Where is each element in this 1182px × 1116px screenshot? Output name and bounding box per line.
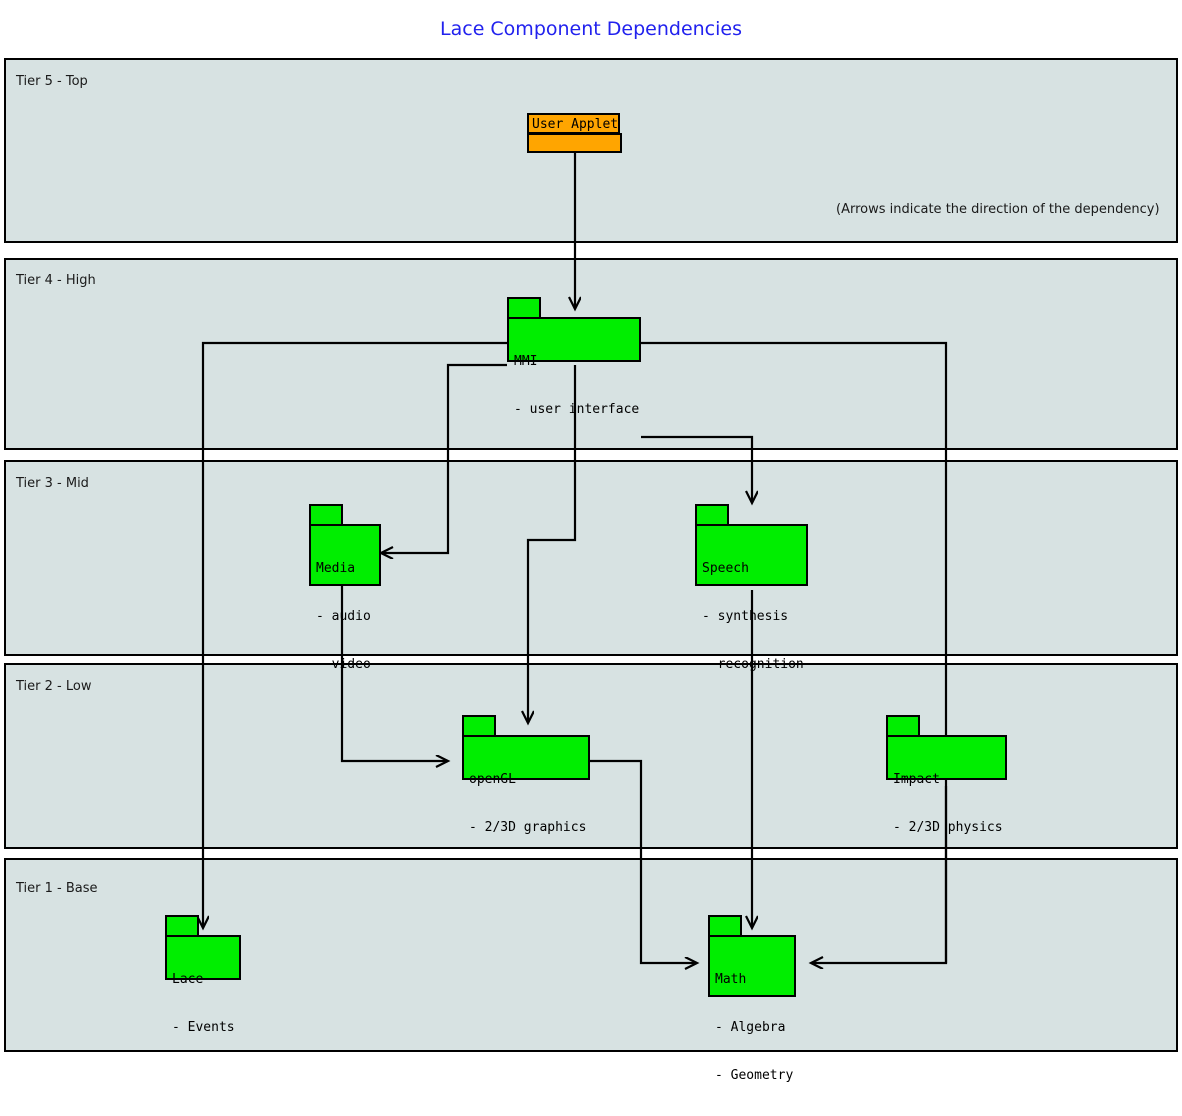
package-tab <box>462 715 496 737</box>
edge-mmi-math <box>641 341 948 963</box>
user-applet-body <box>527 133 622 153</box>
package-title: openGL <box>469 772 516 787</box>
edge-mmi-opengl <box>528 365 577 723</box>
package-body: Speech - synthesis - recognition <box>695 524 808 672</box>
package-item: - audio <box>316 609 371 624</box>
tier-label-low: Tier 2 - Low <box>16 679 92 694</box>
package-title: Media <box>316 561 356 576</box>
package-title: Impact <box>893 772 940 787</box>
package-title: Speech <box>702 561 749 576</box>
package-tab <box>165 915 199 937</box>
package-item: - Geometry <box>715 1068 794 1083</box>
dependency-connectors <box>0 153 948 1056</box>
package-item: - user interface <box>514 402 640 417</box>
page-title: Lace Component Dependencies <box>440 18 742 40</box>
edge-media-opengl <box>340 586 448 761</box>
tier-label-high: Tier 4 - High <box>16 273 96 288</box>
package-body: Lace - Events <box>165 935 241 1035</box>
package-title: Lace <box>172 972 204 987</box>
edge-mmi-lace <box>203 341 507 928</box>
package-body: Media - audio - video <box>309 524 381 672</box>
tier-label-mid: Tier 3 - Mid <box>16 476 89 491</box>
package-title: Math <box>715 972 747 987</box>
package-item: - Events <box>172 1020 235 1035</box>
package-item: - synthesis <box>702 609 789 624</box>
package-body: MMI - user interface <box>507 317 641 417</box>
arrow-direction-note: (Arrows indicate the direction of the de… <box>836 202 1160 217</box>
package-item: - 2/3D physics <box>893 820 1003 835</box>
edge-mmi-media <box>381 363 507 553</box>
package-item: - 2/3D graphics <box>469 820 587 835</box>
user-applet-label: User Applet <box>527 113 620 134</box>
tier-band-mid <box>4 460 1178 656</box>
package-item: - video <box>316 657 371 672</box>
package-item: - recognition <box>702 657 804 672</box>
package-item: - Algebra <box>715 1020 786 1035</box>
edge-opengl-math <box>590 759 697 963</box>
package-tab <box>886 715 920 737</box>
package-body: Impact - 2/3D physics <box>886 735 1007 835</box>
edge-mmi-speech <box>641 435 752 503</box>
package-tab <box>507 297 541 319</box>
tier-label-base: Tier 1 - Base <box>16 881 98 896</box>
diagram-canvas: Lace Component Dependencies Tier 5 - Top… <box>0 18 1178 1083</box>
package-body: Math - Algebra - Geometry <box>708 935 796 1083</box>
package-body: openGL - 2/3D graphics <box>462 735 590 835</box>
package-tab <box>708 915 742 937</box>
package-title: MMI <box>514 354 538 369</box>
package-tab <box>309 504 343 526</box>
package-tab <box>695 504 729 526</box>
tier-label-top: Tier 5 - Top <box>16 74 88 89</box>
